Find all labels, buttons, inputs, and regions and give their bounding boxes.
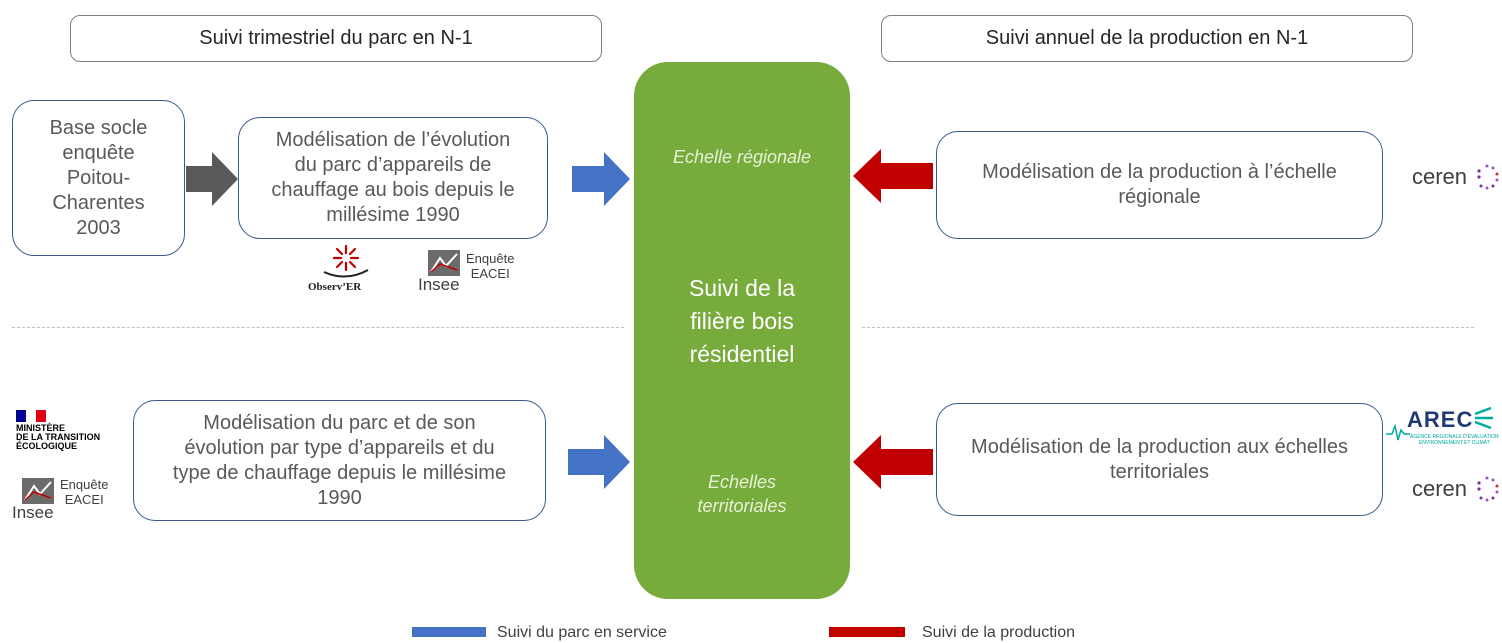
separator-left	[12, 327, 624, 328]
ceren-logo-bottom: ceren	[1412, 476, 1468, 501]
ceren-logo-top: ceren	[1412, 164, 1468, 189]
box-parc-type: Modélisation du parc et de son évolution…	[133, 400, 546, 521]
separator-right	[862, 327, 1474, 328]
gray-arrow-icon	[186, 152, 238, 206]
red-arrow-bottom-icon	[853, 435, 933, 489]
observer-logo-text: Observ’ER	[308, 281, 362, 293]
center-top-label: Echelle régionale	[672, 147, 812, 167]
enquete-eacei-bottom: Enquête EACEI	[60, 477, 109, 507]
insee-logo-bottom-text: Insee	[12, 503, 54, 522]
box-production-territoriale: Modélisation de la production aux échell…	[936, 403, 1383, 516]
ceren-dots-top-icon	[1477, 164, 1499, 190]
box-modelisation-evolution: Modélisation de l’évolution du parc d’ap…	[238, 117, 548, 239]
legend-red-line	[829, 627, 905, 637]
center-block	[634, 62, 850, 599]
insee-logo-bottom-icon	[22, 478, 54, 504]
header-right-label: Suivi annuel de la production en N-1	[985, 27, 1309, 49]
red-arrow-top-icon	[853, 149, 933, 203]
marianne-flag-icon	[16, 410, 46, 422]
blue-arrow-top-icon	[572, 152, 630, 206]
insee-logo-top-icon	[428, 250, 460, 276]
arec-subtitle: AGENCE RÉGIONALE D'ÉVALUATION ENVIRONNEM…	[1410, 434, 1499, 446]
ministere-logo-text: MINISTÈRE DE LA TRANSITION ÉCOLOGIQUE	[16, 423, 101, 451]
legend-parc-label: Suivi du parc en service	[497, 624, 667, 641]
header-left: Suivi trimestriel du parc en N-1	[70, 15, 602, 62]
ceren-dots-bottom-icon	[1477, 476, 1499, 502]
insee-logo-top-text: Insee	[418, 275, 460, 294]
header-left-label: Suivi trimestriel du parc en N-1	[199, 27, 473, 49]
arec-logo-text: AREC	[1407, 407, 1474, 432]
center-bottom-label: Echelles territoriales	[697, 472, 787, 516]
legend-production-label: Suivi de la production	[922, 624, 1075, 641]
observer-logo-icon	[323, 244, 369, 278]
box-production-regionale: Modélisation de la production à l’échell…	[936, 131, 1383, 239]
enquete-eacei-top: Enquête EACEI	[466, 251, 515, 281]
legend-blue-line	[412, 627, 486, 637]
center-main-label: Suivi de la filière bois résidentiel	[688, 275, 796, 367]
arec-wave-icon	[1386, 423, 1410, 441]
box-base-socle: Base socle enquête Poitou- Charentes 200…	[12, 100, 185, 256]
arec-rays-icon	[1474, 406, 1493, 430]
header-right: Suivi annuel de la production en N-1	[881, 15, 1413, 62]
blue-arrow-bottom-icon	[568, 435, 630, 489]
